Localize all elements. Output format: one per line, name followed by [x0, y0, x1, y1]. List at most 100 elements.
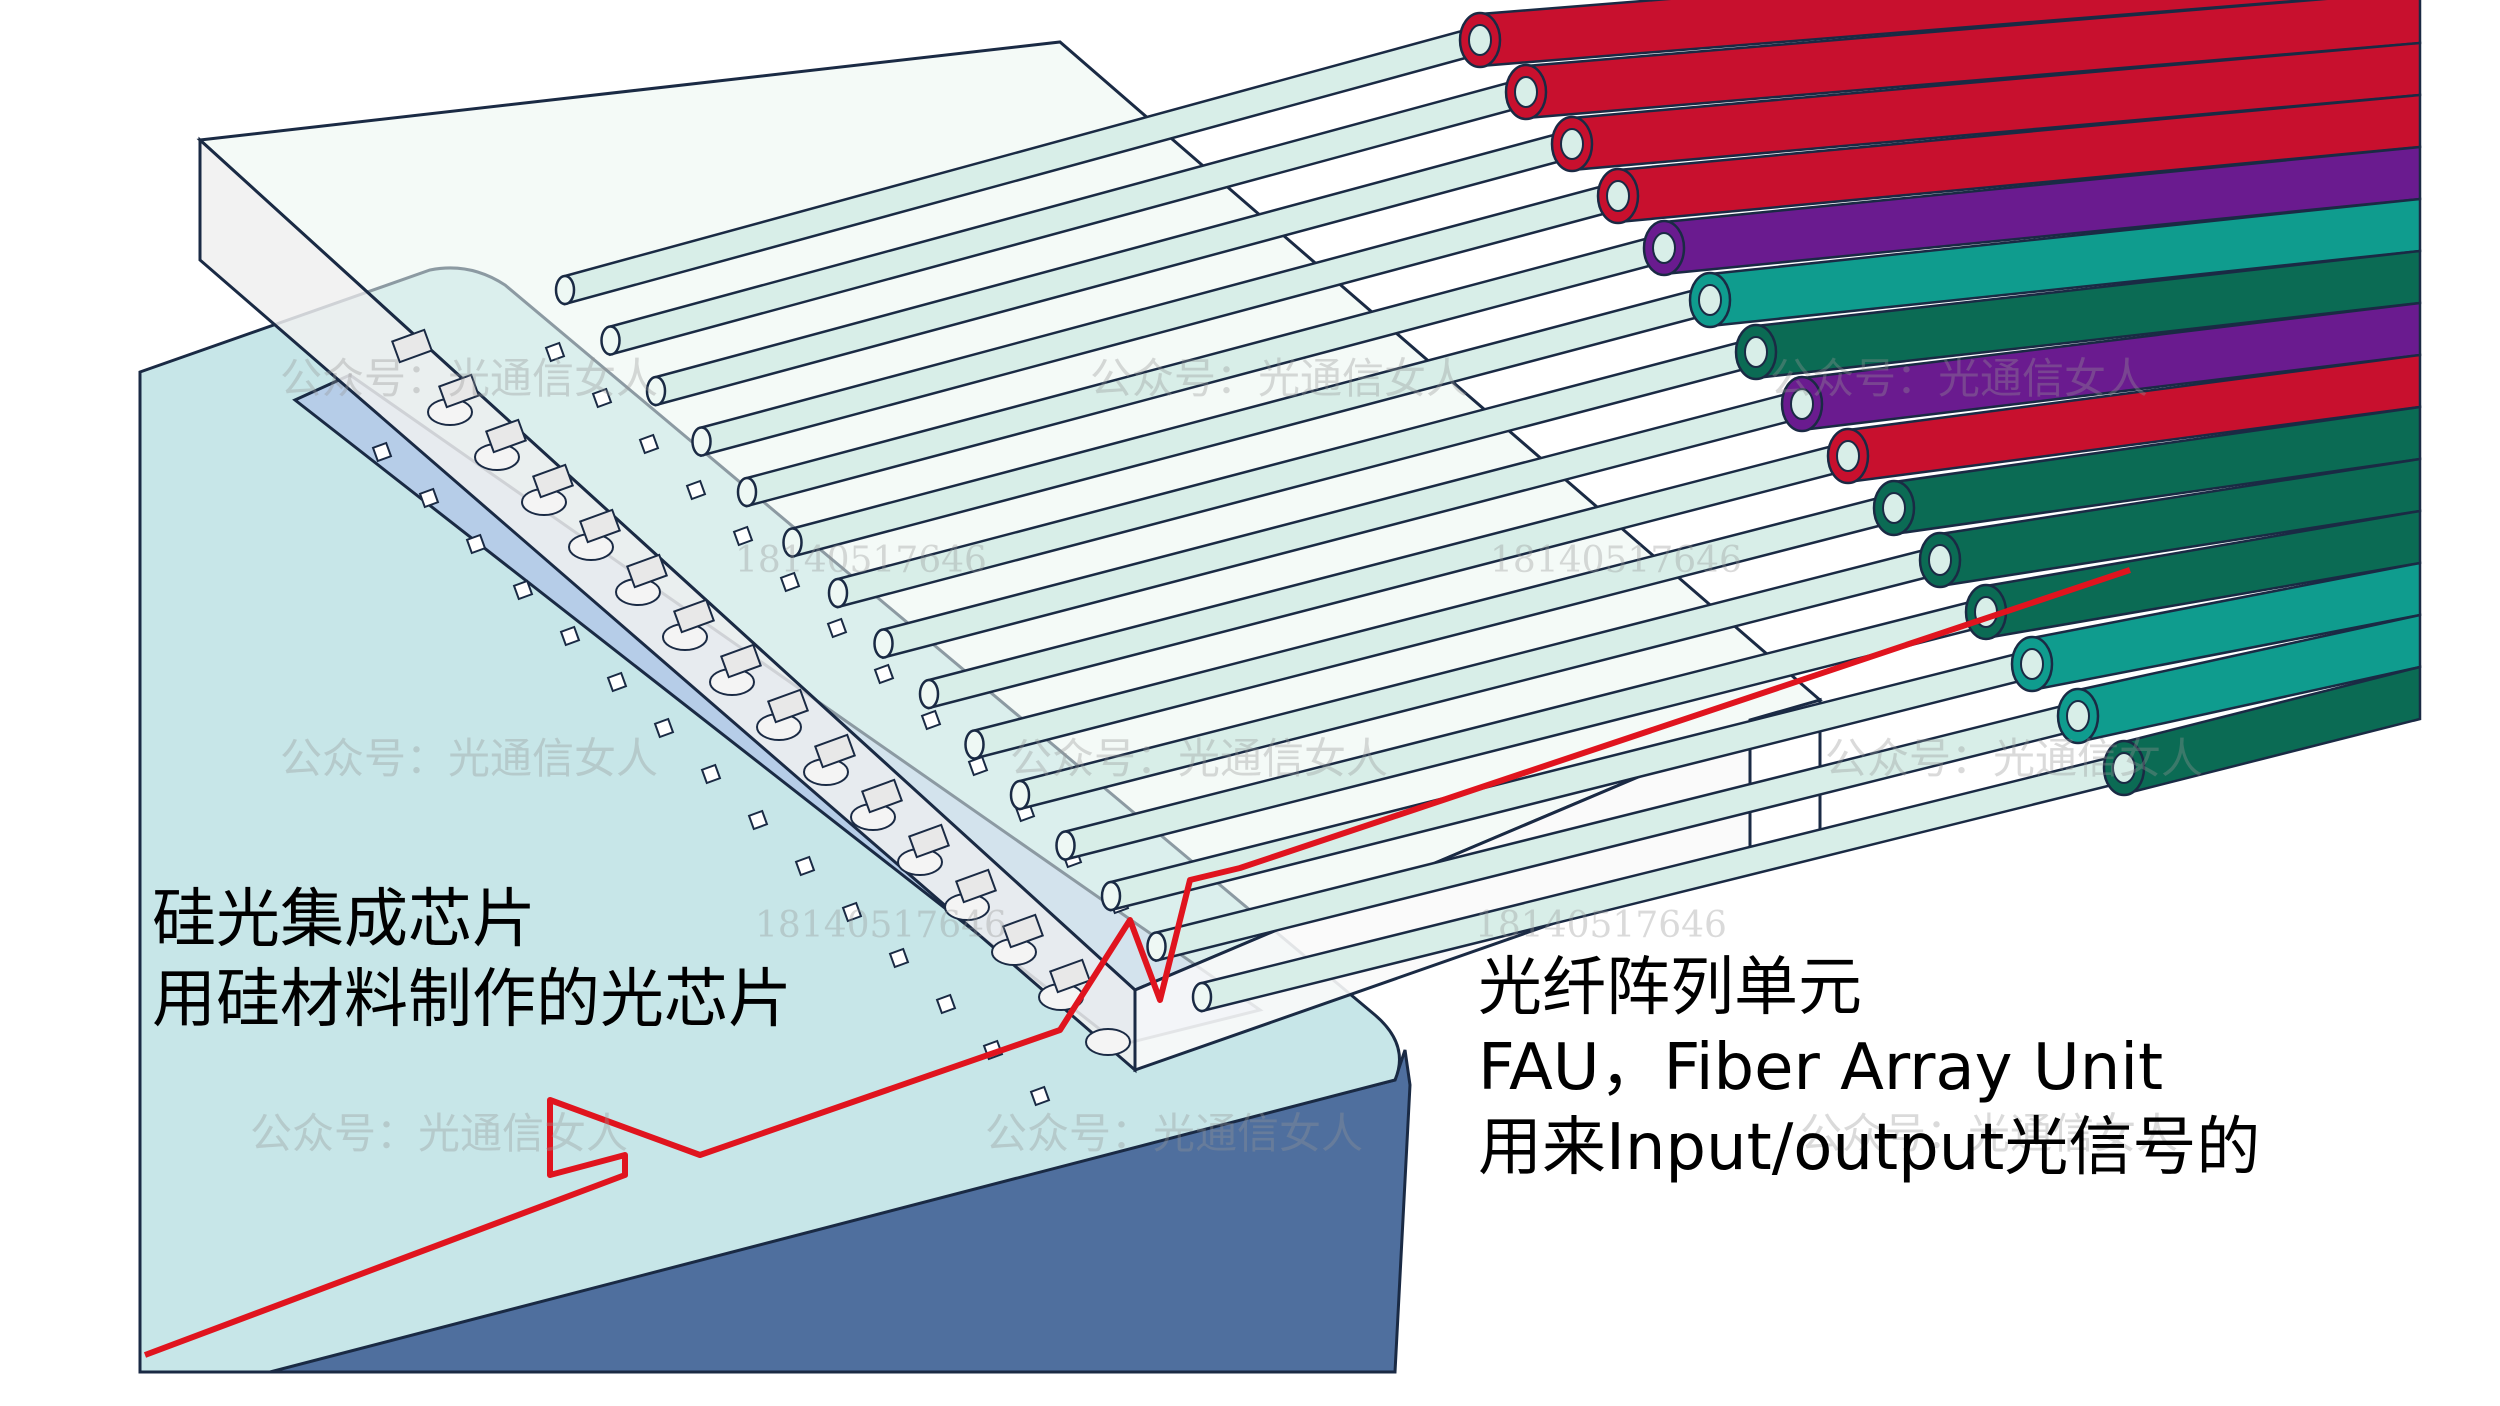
optical-fiber [645, 41, 2422, 407]
alignment-mark [512, 579, 534, 601]
fau-label-description: 用来Input/output光信号的 [1478, 1111, 2261, 1185]
electrical-pad [390, 328, 434, 364]
fau-label-fullname: FAU，Fiber Array Unit [1478, 1031, 2164, 1105]
optical-fiber [1146, 613, 2422, 963]
fiber-end-face [1055, 830, 1076, 861]
watermark-account: 公众号：光通信女人 [280, 354, 659, 403]
electrical-pad [484, 418, 528, 454]
optical-signal-path [143, 567, 2131, 1358]
fiber-cladding-end [1652, 232, 1676, 264]
fiber-end-face [1191, 981, 1213, 1013]
electrical-pad [860, 778, 904, 814]
fiber-cladding-end [1882, 492, 1906, 524]
alignment-mark [371, 441, 393, 463]
electrical-pad [813, 733, 857, 769]
electrical-pad [437, 373, 481, 409]
fiber-cladding-end [2020, 648, 2044, 680]
electrical-pad [766, 688, 810, 724]
alignment-mark [418, 487, 440, 509]
fiber-cladding-end [1560, 128, 1584, 160]
optical-fiber [782, 197, 2422, 559]
alignment-mark [826, 617, 848, 639]
alignment-mark [747, 809, 769, 831]
watermark-number: 18140517646 [1490, 540, 1742, 581]
watermark-account: 公众号：光通信女人 [1090, 354, 1469, 403]
watermark-number: 18140517646 [1475, 905, 1727, 946]
fiber-cladding-end [1698, 284, 1722, 316]
alignment-mark [935, 993, 957, 1015]
electrical-pad [625, 553, 669, 589]
alignment-mark [700, 763, 722, 785]
alignment-mark [591, 387, 613, 409]
fiber-end-face [1009, 779, 1031, 811]
alignment-mark [841, 901, 863, 923]
fiber-end-face [782, 527, 803, 558]
alignment-mark [888, 947, 910, 969]
watermark-account: 公众号：光通信女人 [280, 734, 659, 783]
fiber-bundle [554, 0, 2422, 1013]
alignment-mark [920, 709, 942, 731]
fiber-cladding-end [1744, 336, 1768, 368]
optical-fiber [736, 145, 2422, 508]
grating-coupler [1085, 1028, 1131, 1056]
alignment-mark [1029, 1085, 1051, 1107]
fiber-end-face [1146, 931, 1167, 962]
watermark-number: 18140517646 [735, 540, 987, 581]
optical-fiber [964, 405, 2422, 761]
alignment-mark [544, 341, 566, 363]
fiber-end-face [873, 628, 894, 659]
alignment-mark [638, 433, 660, 455]
optical-fiber [918, 353, 2422, 710]
fiber-cladding-end [1790, 388, 1814, 420]
fiber-cladding-end [1606, 180, 1630, 212]
fiber-end-face [691, 426, 712, 457]
alignment-mark [873, 663, 895, 685]
alignment-mark [794, 855, 816, 877]
fiber-cladding-end [2112, 752, 2136, 784]
watermark-account: 公众号：光通信女人 [1010, 734, 1389, 783]
watermark-account: 公众号：光通信女人 [1800, 1109, 2179, 1158]
fau-label-title: 光纤阵列单元 [1478, 951, 1862, 1025]
electrical-pad [907, 823, 951, 859]
watermark-account: 公众号：光通信女人 [1770, 354, 2149, 403]
electrical-pad [578, 508, 622, 544]
alignment-mark [653, 717, 675, 739]
optical-fiber [1100, 561, 2422, 912]
fiber-cladding-end [2066, 700, 2090, 732]
fiber-cladding-end [1514, 76, 1538, 108]
chip-label-description: 用硅材料制作的光芯片 [152, 963, 792, 1037]
electrical-pad [531, 463, 575, 499]
fiber-cladding-end [1468, 24, 1492, 56]
electrical-pad [1001, 913, 1045, 949]
alignment-mark [685, 479, 707, 501]
fiber-cladding-end [1928, 544, 1952, 576]
fiber-end-face [918, 678, 940, 710]
fiber-end-face [827, 577, 849, 609]
fiber-end-face [554, 274, 576, 306]
chip-label-title: 硅光集成芯片 [152, 883, 536, 957]
electrical-pad [719, 643, 763, 679]
alignment-mark [465, 533, 487, 555]
optical-fiber [827, 249, 2422, 609]
electrical-pad [954, 868, 998, 904]
watermark-account: 公众号：光通信女人 [985, 1109, 1364, 1158]
electrical-pad [1048, 958, 1092, 994]
watermark-number: 18140517646 [755, 905, 1007, 946]
alignment-mark [779, 571, 801, 593]
optical-fiber [1191, 665, 2422, 1013]
optical-fiber [554, 0, 2323, 306]
alignment-mark [732, 525, 754, 547]
fiber-cladding-end [1836, 440, 1860, 472]
fiber-end-face [645, 375, 667, 407]
watermark-account: 公众号：光通信女人 [250, 1109, 629, 1158]
optical-fiber [1009, 457, 2422, 811]
fiber-end-face [964, 729, 985, 760]
fiber-end-face [736, 476, 758, 508]
electrical-pad [672, 598, 716, 634]
alignment-mark [559, 625, 581, 647]
watermark-account: 公众号：光通信女人 [1825, 734, 2204, 783]
alignment-mark [606, 671, 628, 693]
fiber-end-face [1100, 880, 1122, 912]
fiber-end-face [600, 325, 621, 356]
